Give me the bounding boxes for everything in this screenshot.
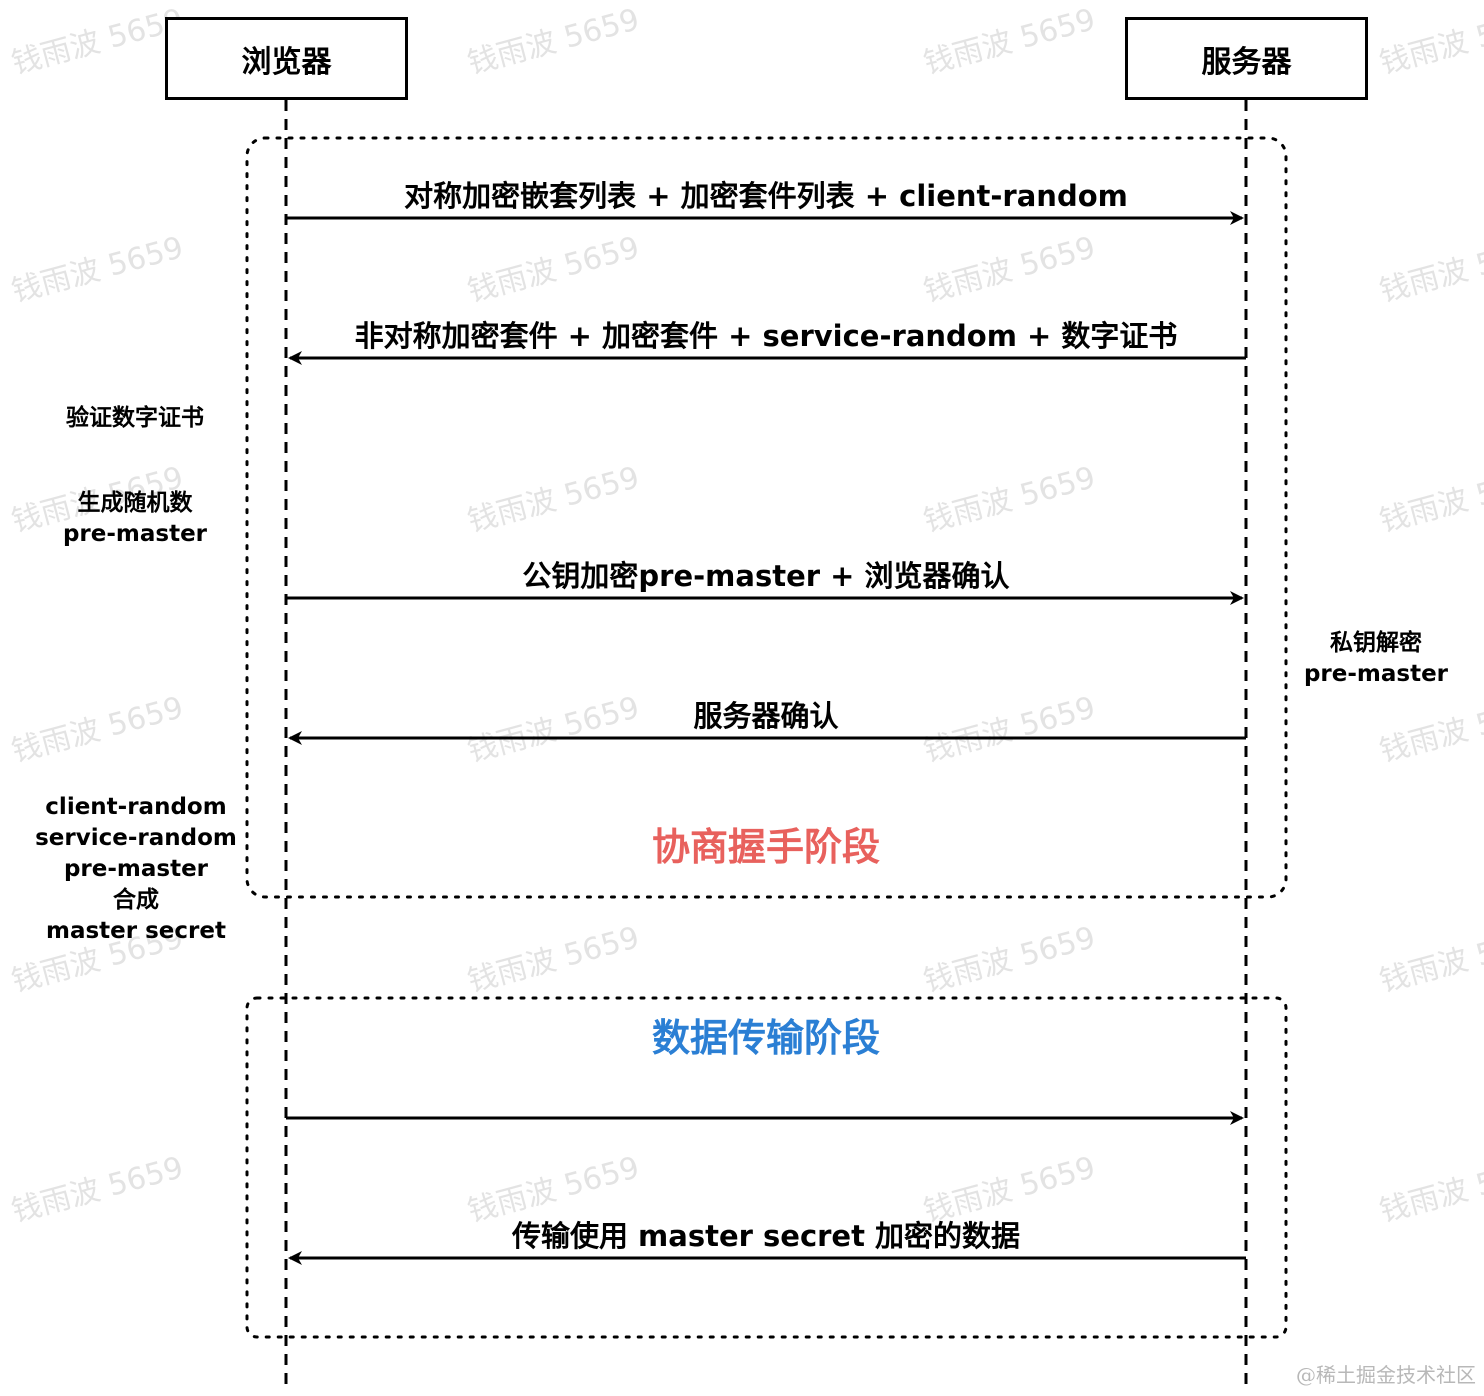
note-private-key-decrypt: 私钥解密 pre-master (1296, 628, 1456, 690)
note-line: client-random (45, 794, 227, 820)
message-label-server-hello: 非对称加密套件 + 加密套件 + service-random + 数字证书 (354, 319, 1178, 353)
note-line: pre-master (63, 856, 209, 882)
transfer-phase-title: 数据传输阶段 (651, 1016, 880, 1060)
handshake-phase-title: 协商握手阶段 (651, 825, 880, 869)
note-line: 验证数字证书 (66, 405, 204, 431)
browser-actor-box: 浏览器 (165, 17, 408, 100)
message-label-key-exchange: 公钥加密pre-master + 浏览器确认 (522, 559, 1010, 593)
message-label-client-hello: 对称加密嵌套列表 + 加密套件列表 + client-random (404, 179, 1128, 213)
message-label-data-in: 传输使用 master secret 加密的数据 (511, 1219, 1021, 1253)
note-verify-certificate: 验证数字证书 (20, 403, 250, 434)
note-combine-master-secret: client-random service-random pre-master … (20, 792, 252, 947)
browser-actor-label: 浏览器 (241, 44, 332, 80)
note-line: pre-master (62, 521, 208, 547)
server-actor-label: 服务器 (1201, 44, 1292, 80)
note-line: 合成 (113, 887, 159, 913)
note-line: 生成随机数 (77, 490, 193, 516)
message-label-server-confirm: 服务器确认 (693, 699, 839, 733)
note-generate-random: 生成随机数 pre-master (20, 488, 250, 550)
source-credit: @稀土掘金技术社区 (1296, 1363, 1476, 1387)
server-actor-box: 服务器 (1125, 17, 1368, 100)
note-line: service-random (35, 825, 237, 851)
handshake-phase-frame (245, 136, 1288, 899)
note-line: 私钥解密 (1330, 630, 1422, 656)
note-line: pre-master (1303, 661, 1449, 687)
note-line: master secret (46, 918, 226, 944)
